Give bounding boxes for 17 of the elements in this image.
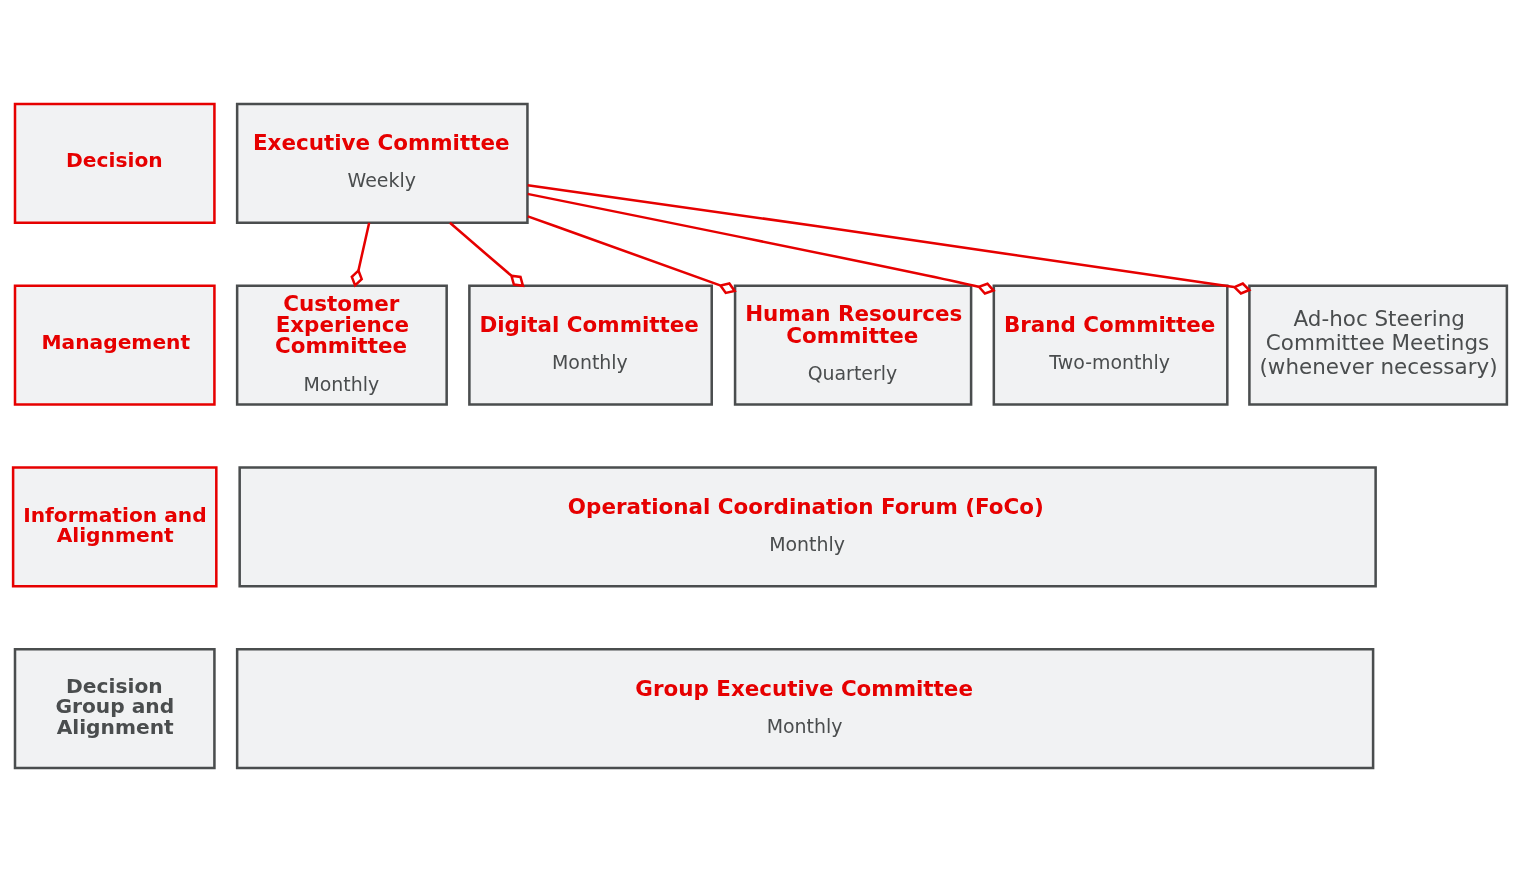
node-box: Information and Alignment	[11, 466, 218, 588]
connector	[527, 183, 1252, 295]
node-box: Group Executive Committee Monthly	[235, 648, 1375, 770]
connector	[350, 222, 371, 288]
node-box: Executive Committee Weekly	[235, 102, 529, 224]
node-box: Digital Committee Monthly	[468, 284, 713, 406]
node-box: Operational Coordination Forum (FoCo) Monthly	[238, 466, 1377, 588]
node-box: Ad-hoc Steering Committee Meetings (whenever necessary)	[1248, 284, 1509, 406]
connector	[527, 215, 737, 295]
connector	[527, 192, 996, 295]
node-box: Management	[13, 284, 216, 406]
node-box: Human Resources Committee Quarterly	[733, 284, 973, 406]
node-box: Decision Group and Alignment	[13, 648, 216, 770]
node-box: Brand Committee Two-monthly	[992, 284, 1229, 406]
connector	[449, 221, 525, 288]
node-box: Customer Experience Committee Monthly	[235, 284, 448, 406]
node-box: Decision	[13, 102, 216, 224]
